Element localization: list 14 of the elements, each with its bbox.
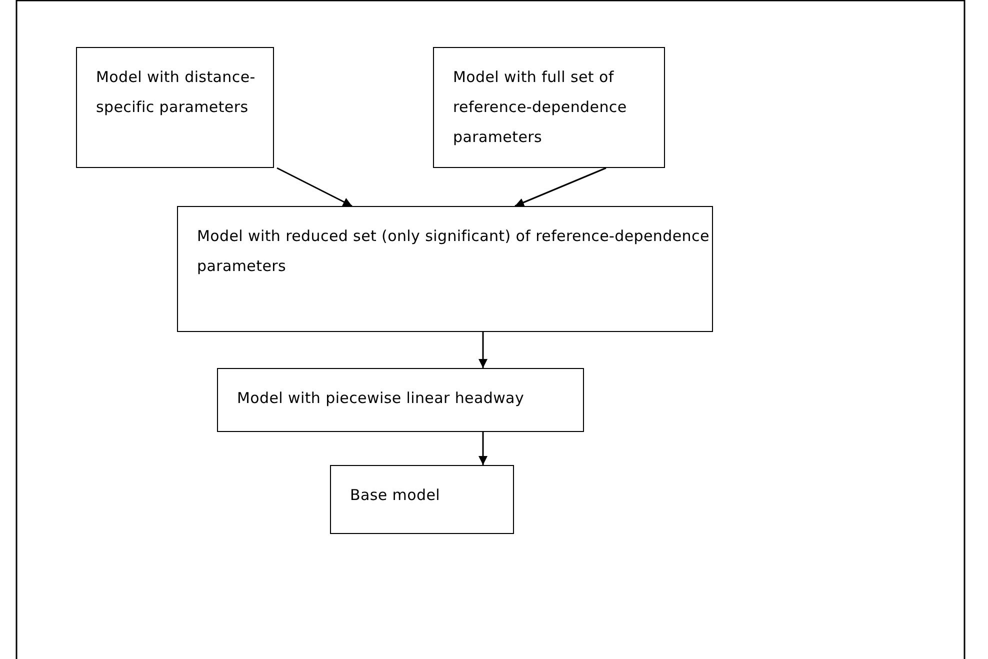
arrow [276, 167, 352, 207]
process-box [76, 47, 274, 168]
box-text: Model with piecewise linear headway [237, 388, 526, 409]
box-text: Model with full set of reference-dependence parameters [453, 67, 628, 148]
process-box [433, 47, 665, 168]
process-box [177, 206, 713, 332]
box-text: Model with reduced set (only significant) of reference-dependence parameters [197, 226, 710, 277]
box-text: Model with distance-specific parameters [96, 67, 256, 118]
arrow [478, 432, 488, 465]
process-box [330, 465, 514, 534]
arrow [478, 332, 488, 368]
process-box [217, 368, 584, 432]
arrow [514, 167, 606, 207]
box-text: Base model [350, 485, 442, 506]
